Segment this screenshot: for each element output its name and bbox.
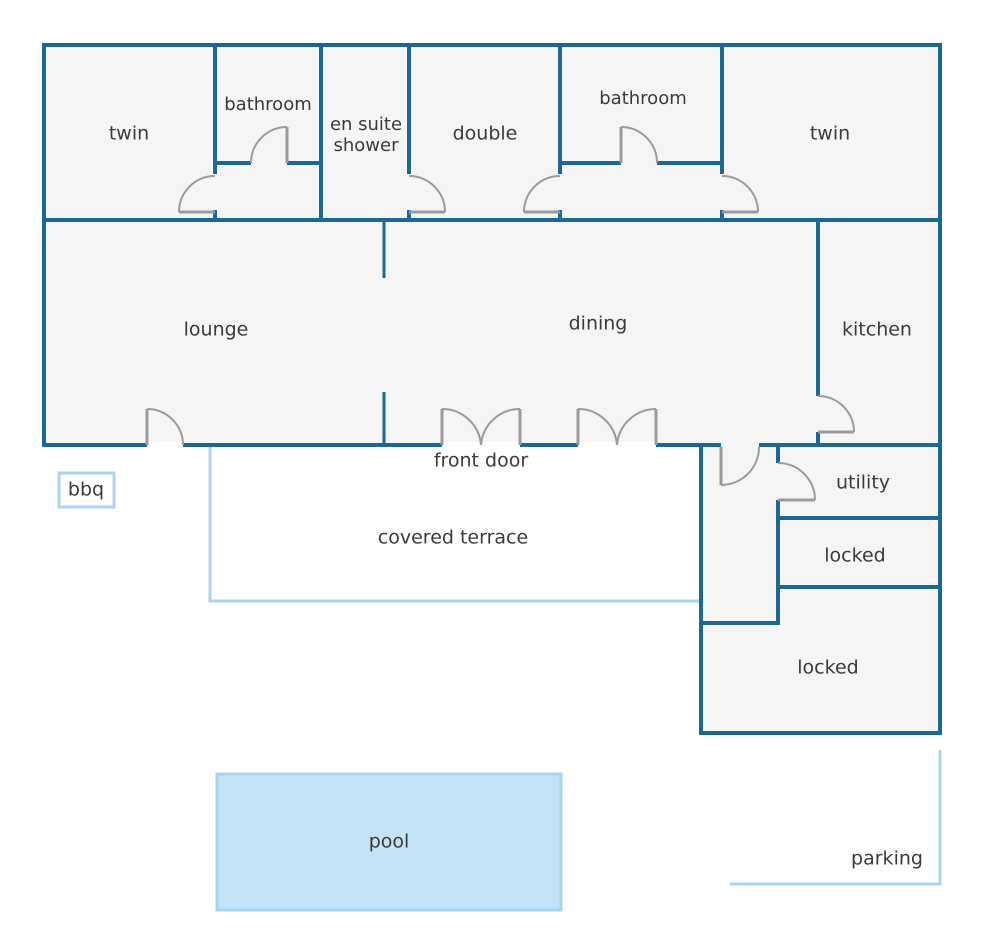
- covered-terrace-outline: [208, 447, 700, 603]
- door-bathroom-right: [619, 126, 658, 164]
- label-locked-small: locked: [824, 545, 885, 567]
- door-ensuite: [408, 175, 446, 214]
- door-twin-right: [721, 175, 759, 214]
- room-fills: [44, 45, 940, 733]
- parking-outline: [730, 750, 942, 886]
- bbq-outline: [57, 471, 116, 509]
- label-lounge: lounge: [184, 319, 249, 341]
- outdoor-elements: [57, 447, 942, 912]
- labels: twin bathroom en suite shower double bat…: [68, 88, 923, 870]
- label-utility: utility: [836, 472, 890, 494]
- door-utility: [777, 462, 816, 502]
- door-double: [523, 175, 561, 214]
- main-floor-fill: [44, 45, 940, 445]
- doors: [145, 126, 855, 502]
- door-front-2: [576, 407, 658, 446]
- label-en-suite-line2: shower: [334, 135, 400, 156]
- label-kitchen: kitchen: [842, 319, 912, 341]
- door-corridor: [719, 446, 760, 486]
- label-twin-right: twin: [810, 123, 850, 145]
- label-bathroom-left: bathroom: [224, 94, 312, 115]
- label-parking: parking: [851, 848, 923, 870]
- label-pool: pool: [369, 831, 410, 853]
- wall-corridor: [699, 443, 780, 625]
- door-lounge-exit: [145, 408, 184, 446]
- label-twin-left: twin: [109, 123, 149, 145]
- label-front-door: front door: [434, 450, 529, 472]
- label-dining: dining: [569, 313, 628, 335]
- label-covered-terrace: covered terrace: [378, 527, 528, 549]
- label-bathroom-right: bathroom: [599, 88, 687, 109]
- label-locked-large: locked: [797, 657, 858, 679]
- label-en-suite-line1: en suite: [330, 114, 402, 135]
- door-bathroom-left: [250, 126, 289, 164]
- label-bbq: bbq: [68, 479, 104, 501]
- door-twin-left: [178, 175, 216, 214]
- door-front-1: [440, 407, 522, 446]
- pool-shape: [215, 772, 563, 912]
- label-double: double: [453, 123, 518, 145]
- door-kitchen: [817, 395, 855, 434]
